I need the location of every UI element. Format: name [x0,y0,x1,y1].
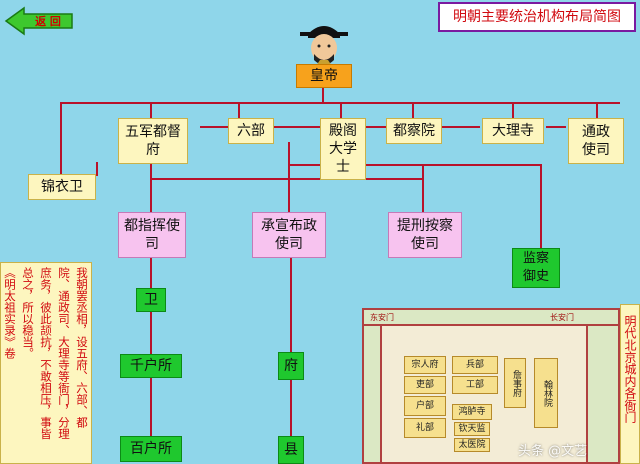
back-button[interactable]: 返 回 [4,6,76,36]
chengxuan-buzheng-shisi-box: 承宣布政使司 [252,212,326,258]
tongzheng-shisi-box: 通政使司 [568,118,624,164]
fu-box: 府 [278,352,304,380]
quote-line-4: 总之，所以稳当。 [21,267,35,359]
page-title: 明朝主要统治机构布局简图 [438,2,636,32]
jiancha-yushi-box: 监察御史 [512,248,560,288]
map-cell: 兵部 [452,356,498,374]
jinyiwei-box: 锦衣卫 [28,174,96,200]
map-cell: 宗人府 [404,356,446,374]
map-cell: 工部 [452,376,498,394]
map-cell: 鸿胪寺 [452,404,492,420]
tixing-ancha-shisi-box: 提刑按察使司 [388,212,462,258]
map-gate-label-1: 东安门 [370,313,394,322]
baihusuo-box: 百户所 [120,436,182,462]
dian-ge-daxueshi-box: 殿阁大学士 [320,118,366,180]
back-arrow-icon [4,6,73,36]
map-cell: 太医院 [454,438,490,452]
emperor-portrait-icon [300,26,348,66]
map-cell: 钦天监 [454,422,490,436]
dalisi-box: 大理寺 [482,118,544,144]
map-cell: 詹事府 [504,358,526,408]
back-button-label: 返 回 [35,15,61,28]
map-vertical-label: 明代北京城内各衙门 [620,304,640,464]
quote-line-1: 我朝罢丞相，设五府、六部、都 [75,267,89,428]
map-cell: 翰林院 [534,358,558,428]
watermark: 头条 @文艺 [518,444,588,459]
map-cell: 户部 [404,396,446,416]
map-cell: 吏部 [404,376,446,394]
map-gate-label-2: 长安门 [550,313,574,322]
xian-box: 县 [278,436,304,464]
beijing-map: 东安门 长安门 宗人府 吏部 户部 礼部 兵部 工部 鸿胪寺 钦天监 太医院 翰… [362,308,620,464]
duzhihui-shisi-box: 都指挥使司 [118,212,186,258]
wujun-dudufu-box: 五军都督府 [118,118,188,164]
wei-box: 卫 [136,288,166,312]
quote-line-2: 院、通政司、大理寺等衙门，分理 [57,267,71,440]
map-cell: 礼部 [404,418,446,438]
quote-line-3: 庶务，彼此颉抗，不敢相压，事皆 [39,267,53,440]
quote-source: 《明太祖实录》卷 [3,267,17,359]
qianhusuo-box: 千户所 [120,354,182,378]
duchayuan-box: 都察院 [386,118,442,144]
liubu-box: 六部 [228,118,274,144]
quote-panel: 我朝罢丞相，设五府、六部、都 院、通政司、大理寺等衙门，分理 庶务，彼此颉抗，不… [0,262,92,464]
emperor-box: 皇帝 [296,64,352,88]
